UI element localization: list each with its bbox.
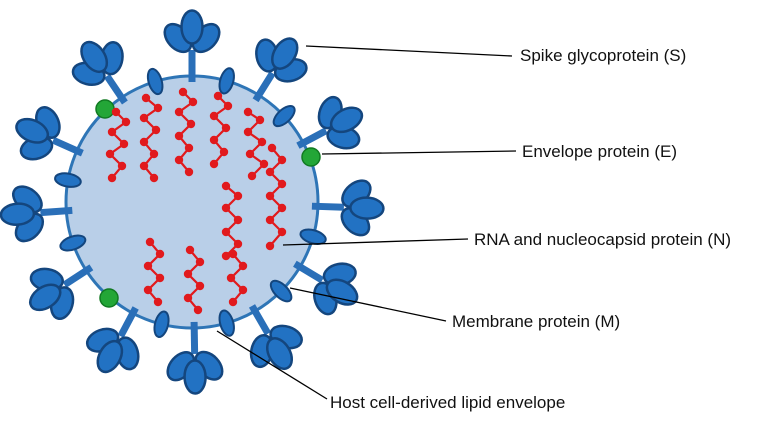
- rna-strand: [221, 181, 243, 261]
- rna-strand: [105, 107, 131, 183]
- rna-strand: [183, 245, 205, 315]
- rna-strand: [139, 93, 163, 183]
- leader-line-rna: [282, 238, 469, 246]
- label-rna-nucleocapsid: RNA and nucleocapsid protein (N): [474, 230, 732, 249]
- leader-line-lipid: [216, 330, 328, 400]
- label-spike-glycoprotein: Spike glycoprotein (S): [520, 46, 687, 65]
- leader-line-membrane: [289, 287, 447, 322]
- rna-strand: [209, 91, 233, 169]
- leader-line-spike: [305, 45, 513, 57]
- rna-strand: [265, 143, 287, 251]
- rna-strand: [174, 87, 198, 177]
- label-membrane-protein: Membrane protein (M): [452, 312, 621, 331]
- rna-strand: [143, 237, 165, 307]
- label-lipid-envelope: Host cell-derived lipid envelope: [330, 393, 566, 412]
- rna-nucleocapsid: [105, 87, 287, 315]
- leader-line-envelope: [321, 150, 517, 155]
- rna-strand: [243, 107, 269, 181]
- label-envelope-protein: Envelope protein (E): [522, 142, 677, 161]
- rna-strand: [226, 249, 248, 307]
- leader-lines: [216, 45, 517, 400]
